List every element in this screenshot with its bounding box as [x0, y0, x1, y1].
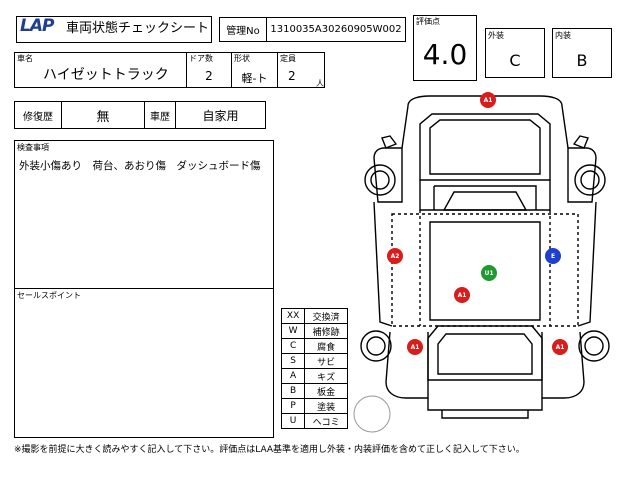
legend-meaning: ヘコミ — [304, 413, 348, 429]
exterior-grade-box: 外装 C — [485, 28, 545, 78]
header-title-frame — [16, 16, 212, 43]
damage-marker-dot — [407, 339, 423, 355]
repair-history-value: 無 — [61, 101, 145, 129]
legend-code: W — [280, 323, 306, 339]
interior-value: B — [576, 51, 588, 70]
shape-label: 形状 — [234, 54, 250, 63]
interior-grade-box: 内装 B — [552, 28, 612, 78]
damage-marker-code: U1 — [484, 270, 493, 277]
inspection-label: 検査事項 — [17, 143, 49, 152]
doors-label: ドア数 — [189, 54, 213, 63]
legend-meaning: 交換済 — [304, 308, 348, 324]
vehicle-name-cell: 車名 ハイゼットトラック — [14, 52, 187, 88]
doors-cell: ドア数 2 — [186, 52, 232, 88]
damage-marker-dot — [480, 92, 496, 108]
inspection-notes-box: 検査事項 外装小傷あり 荷台、あおり傷 ダッシュボード傷 — [14, 140, 274, 289]
capacity-label: 定員 — [280, 54, 296, 63]
management-no-label: 管理No — [219, 17, 267, 42]
damage-marker-code: A1 — [556, 344, 565, 351]
damage-marker: A1 — [454, 287, 470, 303]
capacity-unit: 人 — [316, 79, 324, 88]
damage-marker-code: E — [551, 253, 555, 260]
damage-marker-dot — [545, 248, 561, 264]
legend-meaning: 腐食 — [304, 338, 348, 354]
damage-marker-code: A1 — [458, 292, 467, 299]
sheet-title: 車両状態チェックシート — [66, 21, 210, 36]
body-shape-cell: 形状 軽-ト — [231, 52, 278, 88]
score-value: 4.0 — [422, 38, 468, 71]
sales-points-box: セールスポイント — [14, 288, 274, 438]
interior-label: 内装 — [555, 31, 571, 40]
legend-code: P — [280, 398, 306, 414]
vehicle-name-value: ハイゼットトラック — [43, 67, 169, 83]
inspection-text: 外装小傷あり 荷台、あおり傷 ダッシュボード傷 — [19, 160, 261, 172]
repair-history-label: 修復歴 — [14, 101, 62, 129]
footer-note: ※撮影を前提に大きく読みやすく記入して下さい。評価点はLAA基準を適用し外装・内… — [14, 445, 525, 455]
damage-marker: E — [545, 248, 561, 264]
damage-marker-code: A1 — [484, 97, 493, 104]
legend-code: B — [280, 383, 306, 399]
legend-meaning: 補修跡 — [304, 323, 348, 339]
capacity-cell: 定員 2 人 — [277, 52, 325, 88]
damage-marker: A2 — [387, 248, 403, 264]
damage-marker-dot — [481, 265, 497, 281]
legend-code: XX — [280, 308, 306, 324]
legend-code: S — [280, 353, 306, 369]
damage-marker-dot — [387, 248, 403, 264]
header-logo: LAP — [20, 16, 72, 42]
damage-marker-dot — [454, 287, 470, 303]
damage-marker: U1 — [481, 265, 497, 281]
vehicle-name-label: 車名 — [17, 54, 33, 63]
damage-marker: A1 — [480, 92, 496, 108]
capacity-value: 2 — [288, 69, 296, 83]
damage-marker-dot — [552, 339, 568, 355]
shape-value: 軽-ト — [241, 72, 268, 85]
score-box: 評価点 4.0 — [413, 15, 477, 81]
usage-label: 車歴 — [144, 101, 176, 129]
legend-meaning: キズ — [304, 368, 348, 384]
damage-marker-code: A1 — [411, 344, 420, 351]
lap-logo-text: LAP — [20, 16, 54, 36]
score-label: 評価点 — [416, 17, 440, 26]
doors-value: 2 — [205, 69, 213, 83]
legend-code: C — [280, 338, 306, 354]
legend-meaning: 板金 — [304, 383, 348, 399]
damage-marker-code: A2 — [391, 253, 400, 260]
sales-points-label: セールスポイント — [17, 291, 81, 300]
exterior-value: C — [509, 51, 521, 70]
damage-marker: A1 — [552, 339, 568, 355]
exterior-label: 外装 — [488, 31, 504, 40]
management-no-value: 1310035A30260905W002 — [266, 17, 406, 42]
legend-meaning: 塗装 — [304, 398, 348, 414]
legend-meaning: サビ — [304, 353, 348, 369]
legend-code: A — [280, 368, 306, 384]
usage-value: 自家用 — [175, 101, 266, 129]
legend-code: U — [280, 413, 306, 429]
damage-marker: A1 — [407, 339, 423, 355]
